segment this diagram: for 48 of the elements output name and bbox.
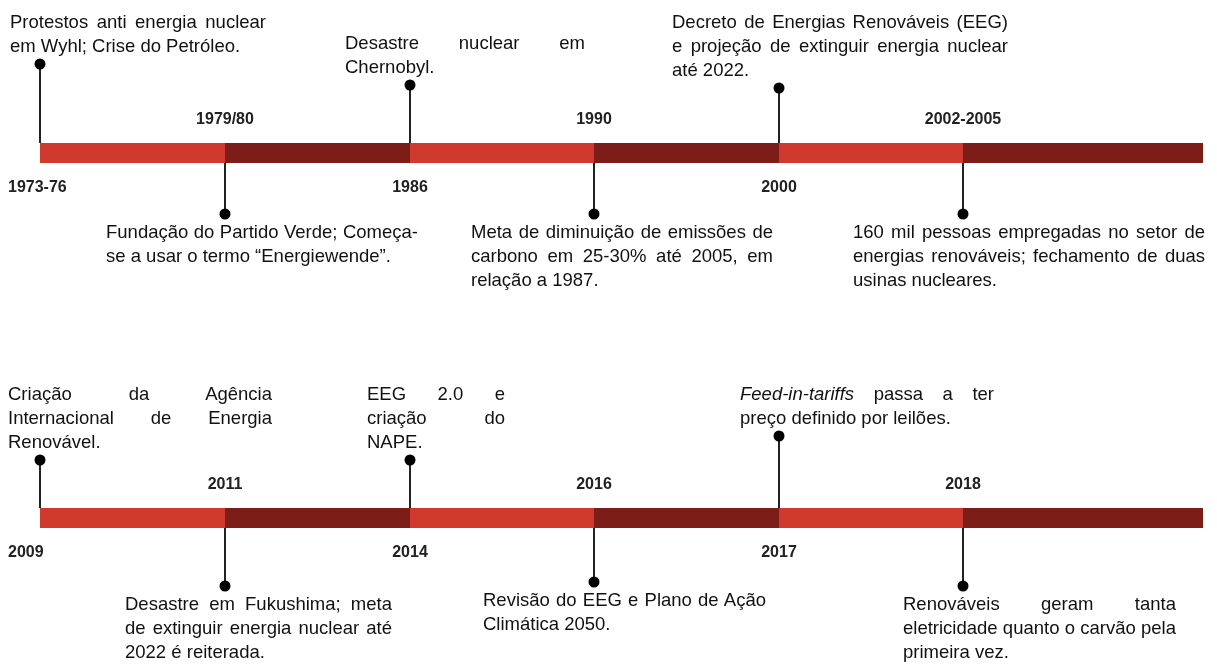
event-description: Decreto de Energias Renováveis (EEG) e projeção de extinguir energia nuclear até 2022. [672,10,1008,88]
year-label: 2014 [392,543,428,561]
timeline-segment [963,143,1203,163]
event-description: Meta de diminuição de emissões de carbono em 25-30% até 2005, em relação a 1987. [471,214,773,292]
event-description: Desastre em Fukushima; meta de extinguir energia nuclear até 2022 é reiterada. [125,586,392,664]
pin-line [34,454,46,509]
event-description: Revisão do EEG e Plano de Ação Climática 2050. [483,582,766,636]
pin-line [588,162,600,220]
event-description: 160 mil pessoas empregadas no setor de energias renováveis; fechamento de duas usinas nucleares. [853,214,1205,292]
pin-line [773,82,785,144]
year-label: 1990 [576,110,612,128]
timeline-segment [40,143,225,163]
timeline-segment [225,508,410,528]
timeline-segment [410,508,594,528]
year-label: 2009 [8,543,44,561]
year-label: 2002-2005 [924,110,1002,128]
pin-line [34,58,46,144]
timeline-segment [225,143,410,163]
event-description: Criação da Agência Internacional de Energia Renovável. [8,382,272,460]
pin-line [588,527,600,588]
year-label: 2018 [945,475,981,493]
event-description: Desastre nuclear em Chernobyl. [345,31,585,85]
event-description: Fundação do Partido Verde; Começa-se a usar o termo “Energiewende”. [106,214,418,268]
pin-line [957,162,969,220]
event-description: EEG 2.0 e criação do NAPE. [367,382,505,460]
timeline-segment [779,508,963,528]
year-label: 2000 [761,178,797,196]
event-description: Renováveis geram tanta eletricidade quanto o carvão pela primeira vez. [903,586,1176,664]
pin-line [773,430,785,509]
pin-line [957,527,969,592]
pin-line [219,162,231,220]
timeline-segment [779,143,963,163]
pin-line [404,454,416,509]
year-label: 2017 [761,543,797,561]
event-description: Feed-in-tariffs passa a ter preço definido por leilões. [740,382,994,436]
year-label: 1986 [392,178,428,196]
timeline-segment [594,508,779,528]
pin-line [404,79,416,144]
year-label: 2011 [207,475,243,493]
timeline-segment [410,143,594,163]
year-label: 1973-76 [8,178,67,196]
timeline-segment [40,508,225,528]
timeline-segment [594,143,779,163]
year-label: 2016 [576,475,612,493]
pin-line [219,527,231,592]
year-label: 1979/80 [196,110,254,128]
event-description: Protestos anti energia nuclear em Wyhl; Crise do Petróleo. [10,10,266,64]
timeline-segment [963,508,1203,528]
